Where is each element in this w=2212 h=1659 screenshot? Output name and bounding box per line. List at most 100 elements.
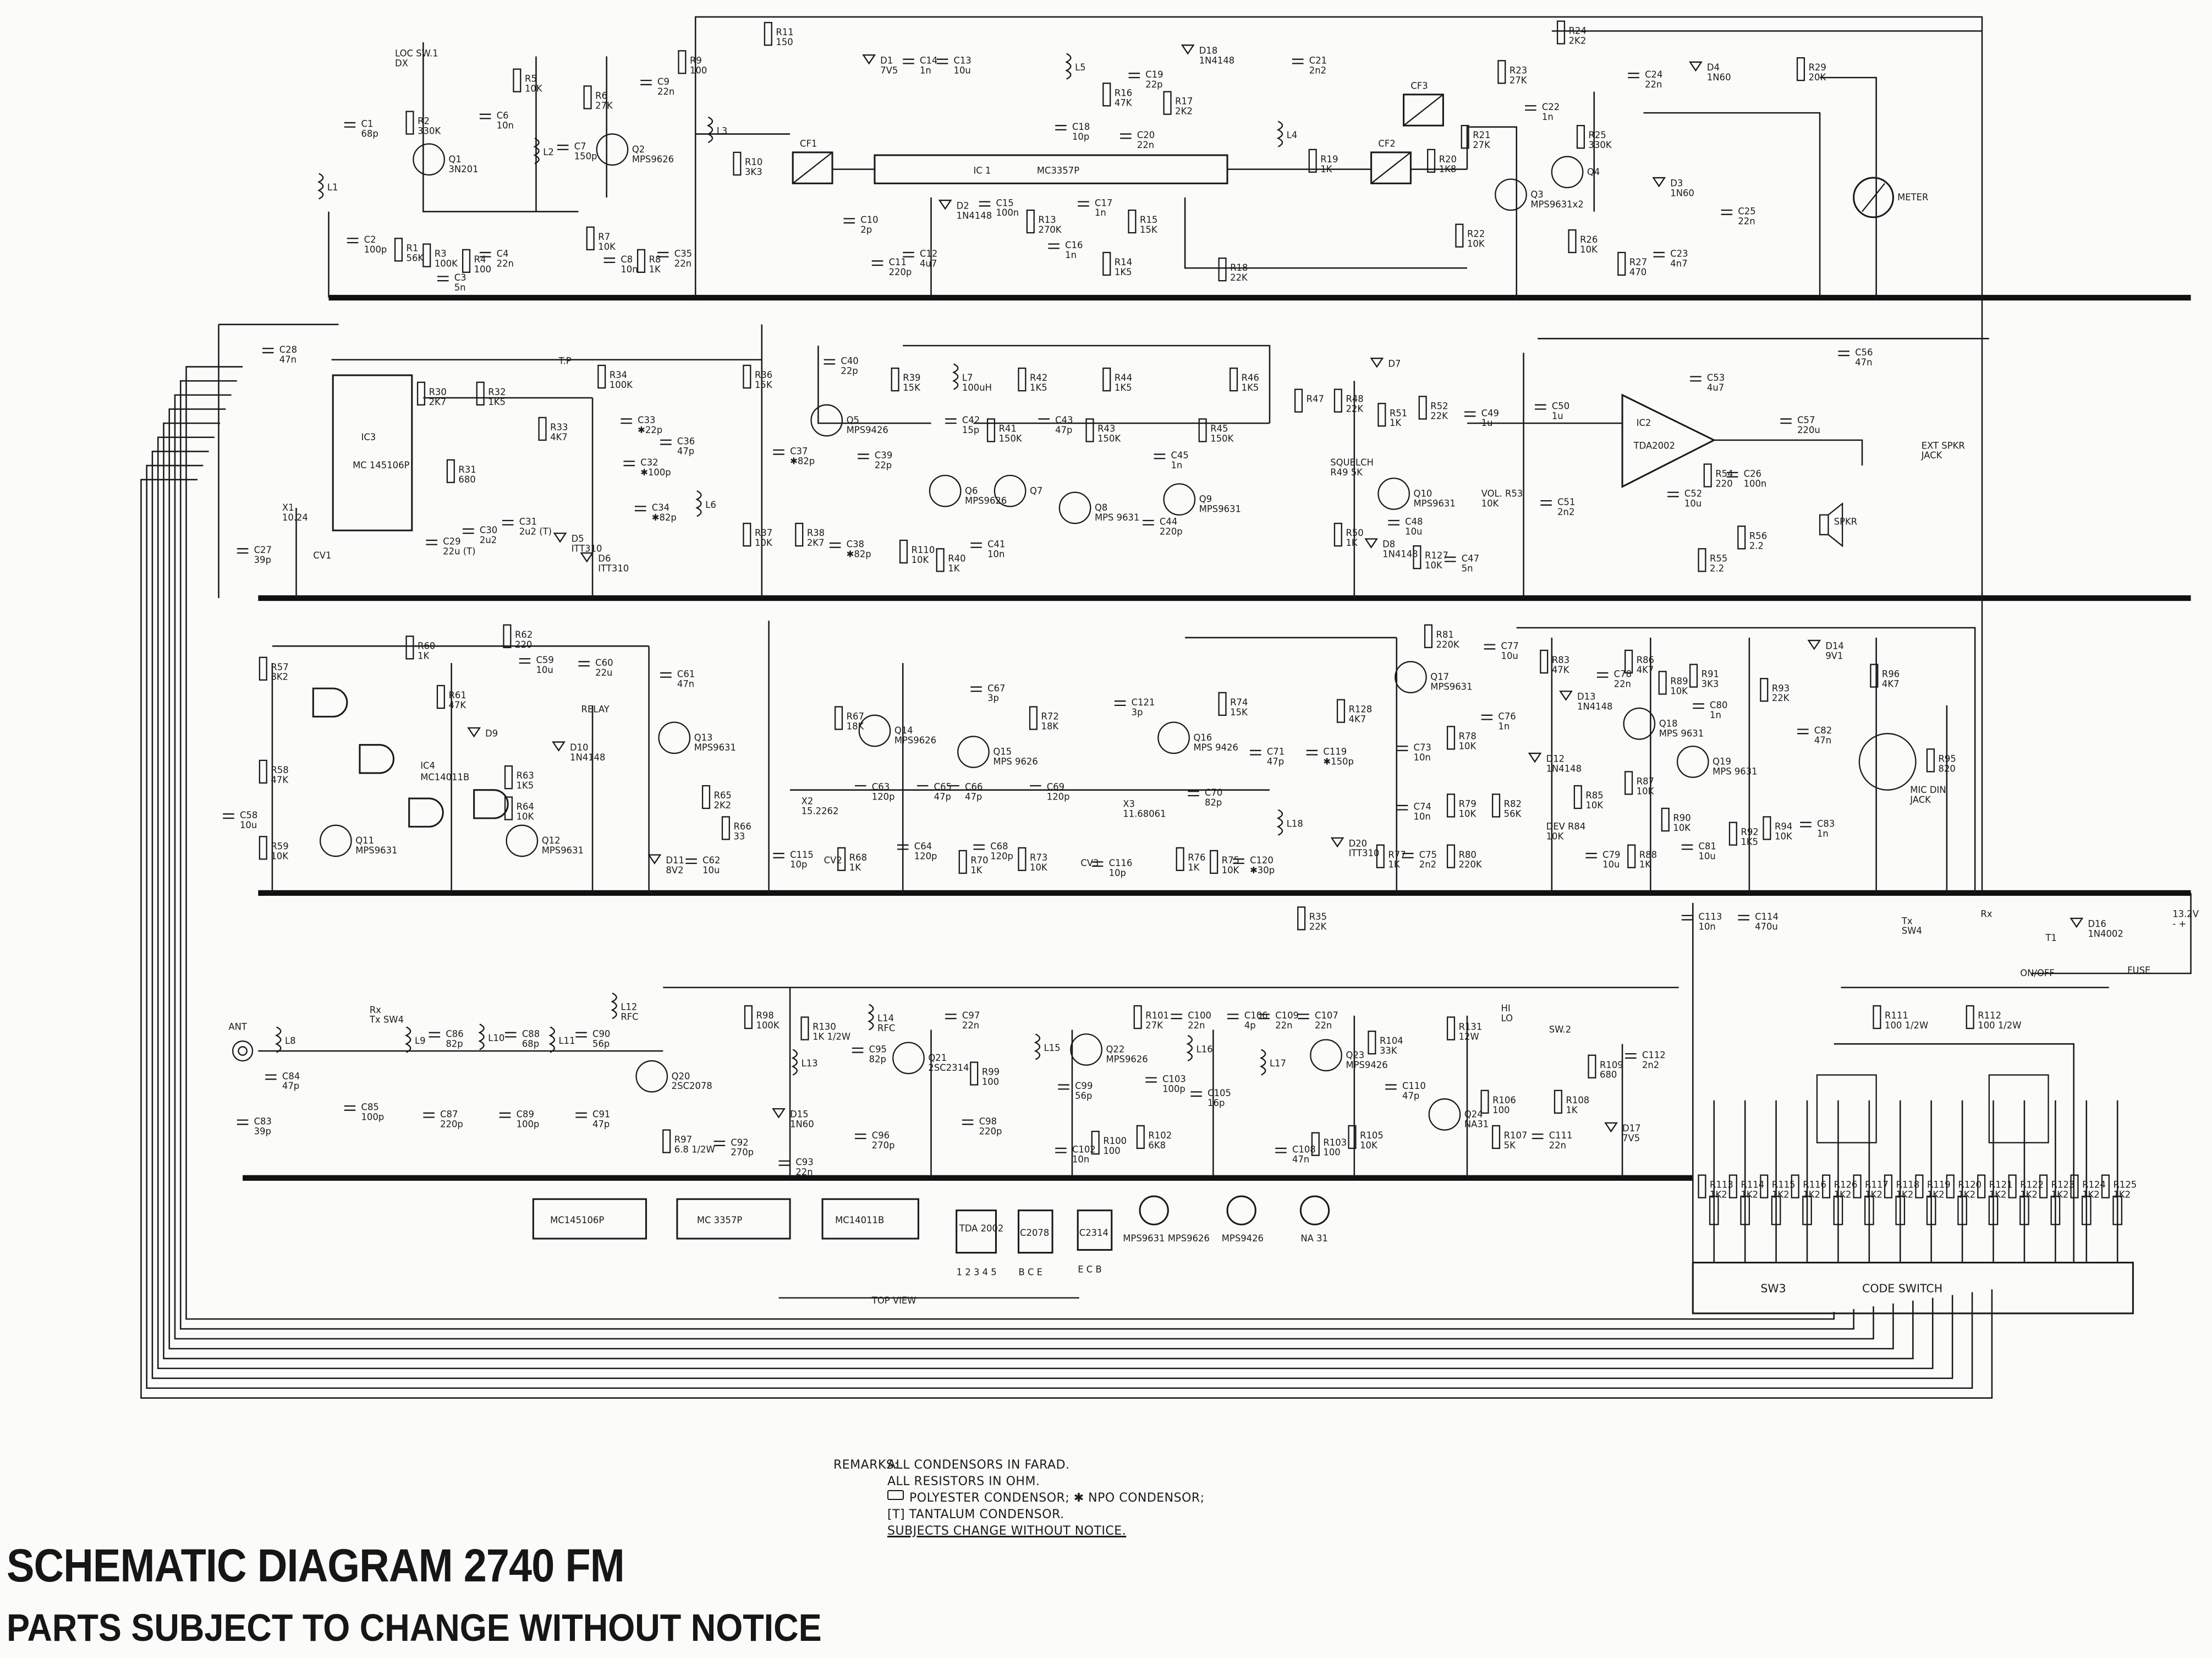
component-ref: C4 [497, 249, 509, 259]
component-value: 22K [1346, 404, 1364, 414]
component-ref: R125 [2113, 1180, 2137, 1190]
mic-din-jack[interactable] [1858, 733, 1917, 791]
component-value: 100n [1744, 479, 1767, 489]
component-ref: R81 [1436, 629, 1454, 640]
diode-symbol [552, 741, 566, 752]
component-d7: D7 [1388, 359, 1401, 369]
component-ref: X3 [1123, 798, 1135, 809]
component-value: 1n [1817, 828, 1829, 839]
transistor-symbol [1163, 483, 1196, 516]
component-value: 47p [1055, 425, 1072, 435]
capacitor-symbol [948, 785, 959, 791]
component-value: 4K7 [550, 432, 568, 442]
component-ref: DEV R84 [1546, 822, 1586, 832]
component-value: 47K [1115, 97, 1133, 108]
harness-wire [151, 451, 1953, 1379]
pkg-c2314-pins: E C B [1078, 1264, 1102, 1275]
resistor-symbol [503, 624, 512, 648]
capacitor-symbol [1628, 73, 1639, 79]
component-l5: L5 [1075, 62, 1086, 73]
component-value: 47K [271, 775, 289, 785]
component-value: 7V5 [880, 65, 898, 75]
transistor-symbol [1310, 1039, 1342, 1072]
code-switch[interactable]: SW3 CODE SWITCH [1692, 1262, 2134, 1315]
component-value: 39p [254, 555, 271, 565]
component-ref: R41 [999, 424, 1017, 434]
component-ref: L5 [1075, 62, 1086, 73]
speaker-icon [1819, 502, 1843, 547]
component-ref: LOC SW.1 [395, 48, 438, 59]
resistor-symbol [1540, 649, 1549, 674]
component-ref: R119 [1927, 1180, 1951, 1190]
capacitor-symbol [1306, 749, 1318, 755]
component-ref: C25 [1738, 206, 1755, 217]
capacitor-symbol [1055, 125, 1067, 131]
component-ref: C111 [1549, 1130, 1573, 1141]
component-ref: R104 [1380, 1036, 1403, 1046]
component-value: 100uH [962, 382, 992, 393]
resistor-symbol [891, 367, 899, 392]
component-ref: R2 [418, 116, 430, 127]
component-value: 15K [1140, 225, 1158, 235]
resistor-symbol [1368, 1030, 1376, 1055]
component-ref: R88 [1639, 850, 1657, 860]
resistor-symbol [2008, 1174, 2017, 1198]
component-value: 2K7 [807, 538, 825, 548]
pkg-c2078-pins: B C E [1019, 1267, 1043, 1278]
transistor-symbol [658, 721, 691, 754]
component-ref: C65 [934, 782, 952, 792]
remark-line: ALL CONDENSORS IN FARAD. [887, 1458, 1070, 1472]
package-views: MC145106P MC 3357P MC14011B TDA 2002 1 2… [532, 1195, 1330, 1306]
capacitor-symbol [463, 528, 474, 534]
wire [694, 16, 1983, 599]
component-value: 10u [1602, 859, 1620, 870]
component-ref: R58 [271, 765, 288, 775]
component-ref: D16 [2088, 918, 2106, 929]
component-ref: Q14 [894, 725, 913, 736]
component-ref: C27 [254, 545, 272, 555]
component-ref: L12 [621, 1002, 637, 1012]
ic4-block: IC4 MC14011B [312, 687, 509, 828]
component-ref: R13 [1038, 215, 1056, 225]
capacitor-symbol [1444, 556, 1456, 562]
resistor-symbol [1136, 1125, 1145, 1149]
capacitor-symbol [962, 1119, 974, 1125]
component-value: ✱82p [847, 549, 871, 560]
component-value: 2n2 [1557, 507, 1574, 517]
component-ref: R113 [1710, 1180, 1733, 1190]
component-value: RFC [621, 1012, 638, 1022]
capacitor-symbol [660, 439, 672, 445]
component-value: 10u [1405, 527, 1422, 537]
component-c38: C38✱82p [847, 539, 871, 560]
component-ref: R59 [271, 841, 288, 851]
capacitor-symbol [1596, 672, 1609, 678]
component-value: 1K [649, 264, 661, 275]
component-ref: C35 [674, 249, 692, 259]
